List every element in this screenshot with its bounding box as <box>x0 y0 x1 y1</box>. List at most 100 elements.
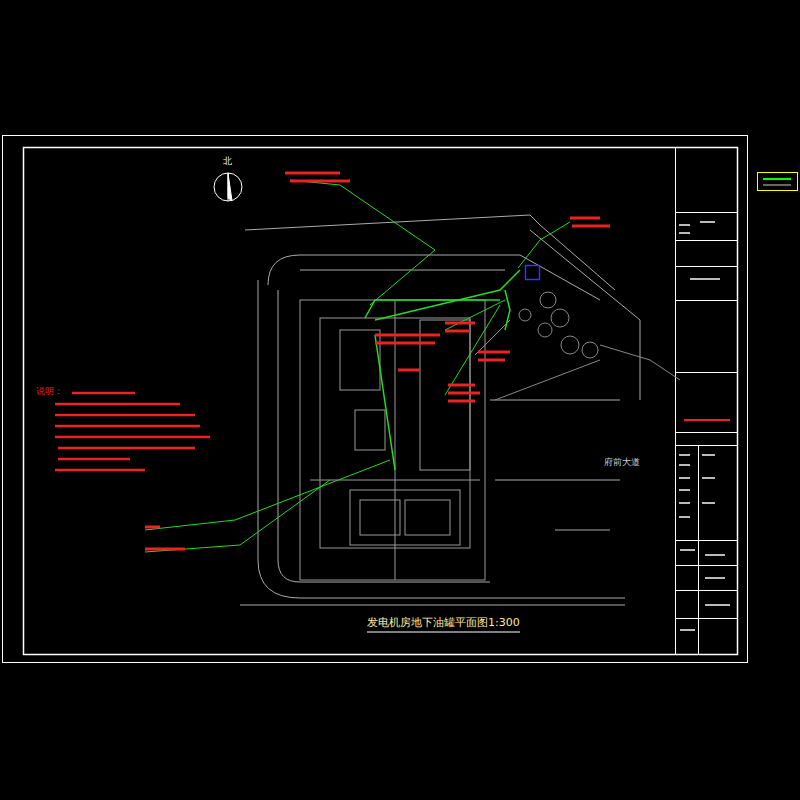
road-name: 府前大道 <box>604 458 640 468</box>
drawing-stroke <box>679 502 690 504</box>
drawing-stroke <box>684 419 730 421</box>
drawing-stroke <box>702 477 715 479</box>
title-block <box>675 213 737 655</box>
drawing-stroke <box>285 172 340 175</box>
drawing-stroke <box>145 526 160 529</box>
drawing-stroke <box>551 309 569 327</box>
drawing-stroke <box>679 224 690 226</box>
drawing-stroke <box>555 530 610 531</box>
title-underline <box>367 632 520 633</box>
drawing-stroke <box>375 334 440 337</box>
drawing-stroke <box>700 221 715 223</box>
drawing-stroke <box>290 180 350 183</box>
drawing-stroke <box>675 565 737 566</box>
drawing-stroke <box>300 300 485 580</box>
drawing-stroke <box>55 469 145 472</box>
drawing-stroke <box>375 335 395 470</box>
drawing-stroke <box>490 400 620 401</box>
drawing-stroke <box>705 577 725 579</box>
drawing-stroke <box>278 290 490 582</box>
drawing-stroke <box>538 323 552 337</box>
drawing-stroke <box>290 180 435 250</box>
drawing-stroke <box>540 292 556 308</box>
drawing-stroke <box>3 136 748 663</box>
drawing-stroke <box>448 392 480 395</box>
drawing-stroke <box>355 410 385 450</box>
drawing-stroke <box>572 225 610 228</box>
drawing-stroke <box>675 266 737 267</box>
building-outline <box>300 300 485 580</box>
drawing-stroke <box>675 590 737 591</box>
drawing-stroke <box>375 270 520 320</box>
drawing-stroke <box>679 222 730 630</box>
north-arrow <box>214 173 242 201</box>
drawing-stroke <box>675 618 737 619</box>
notes-heading: 说明： <box>36 387 63 397</box>
note-text-rows <box>55 393 210 470</box>
site-roads <box>240 215 640 605</box>
drawing-stroke <box>145 460 390 530</box>
drawing-stroke <box>675 300 737 301</box>
drawing-stroke <box>495 480 620 481</box>
drawing-stroke <box>675 432 737 433</box>
site-landscape <box>495 292 680 400</box>
drawing-stroke <box>145 548 185 551</box>
drawing-stroke <box>763 178 791 180</box>
drawing-stroke <box>228 173 232 201</box>
drawing-stroke <box>55 414 195 417</box>
drawing-stroke <box>675 212 737 213</box>
drawing-stroke <box>675 540 737 541</box>
sheet-frame <box>3 136 798 663</box>
drawing-stroke <box>519 309 531 321</box>
drawing-stroke <box>445 322 475 325</box>
drawing-stroke <box>702 502 715 504</box>
drawing-stroke <box>448 384 475 387</box>
drawing-stroke <box>570 217 600 220</box>
drawing-stroke <box>445 330 470 333</box>
drawing-stroke <box>679 454 690 456</box>
drawing-stroke <box>679 489 690 491</box>
drawing-stroke <box>405 500 450 535</box>
drawing-stroke <box>675 372 737 373</box>
drawing-stroke <box>690 278 720 280</box>
drawing-stroke <box>478 351 510 354</box>
drawing-stroke <box>55 436 210 439</box>
drawing-stroke <box>55 425 200 428</box>
leader-lines <box>145 180 570 552</box>
oil-tank-symbol <box>526 266 540 280</box>
callout-marks <box>145 173 610 549</box>
drawing-stroke <box>340 330 380 390</box>
drawing-stroke <box>24 148 738 655</box>
drawing-stroke <box>679 232 690 234</box>
north-label: 北 <box>223 157 232 167</box>
drawing-stroke <box>679 477 690 479</box>
drawing-stroke <box>582 342 598 358</box>
drawing-stroke <box>245 215 615 290</box>
drawing-stroke <box>370 250 435 305</box>
drawing-stroke <box>55 403 180 406</box>
drawing-stroke <box>675 147 676 654</box>
drawing-stroke <box>145 480 330 552</box>
drawing-stroke <box>530 230 640 400</box>
drawing-stroke <box>495 360 600 400</box>
drawing-stroke <box>365 300 500 318</box>
drawing-stroke <box>398 369 420 372</box>
drawing-stroke <box>240 605 625 606</box>
drawing-stroke <box>705 604 730 606</box>
drawing-stroke <box>705 554 725 556</box>
drawing-stroke <box>448 400 475 403</box>
drawing-stroke <box>679 516 690 518</box>
drawing-stroke <box>214 173 242 201</box>
drawing-stroke <box>268 255 600 300</box>
drawing-stroke <box>375 342 435 345</box>
drawing-stroke <box>758 173 798 191</box>
drawing-stroke <box>680 549 695 551</box>
drawing-stroke <box>675 240 737 241</box>
drawing-stroke <box>679 464 690 466</box>
drawing-stroke <box>698 445 699 654</box>
drawing-stroke <box>702 454 715 456</box>
drawing-stroke <box>350 490 460 545</box>
drawing-stroke <box>445 300 505 330</box>
